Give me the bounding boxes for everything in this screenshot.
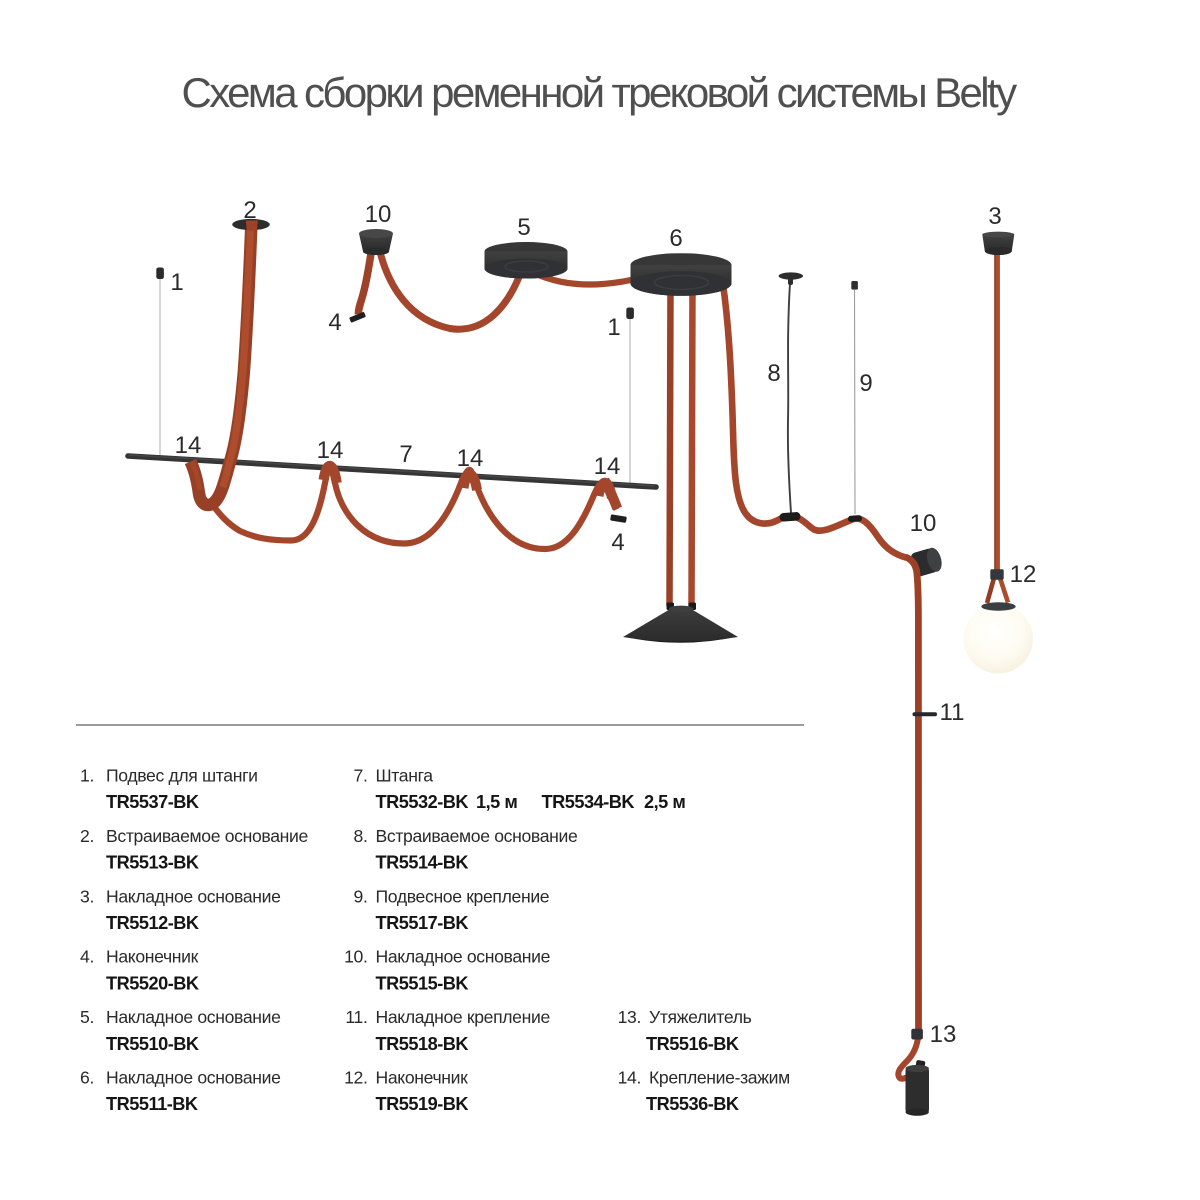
svg-text:10.: 10. (344, 947, 367, 967)
svg-text:7.: 7. (354, 766, 368, 786)
svg-text:TR5516-BK: TR5516-BK (646, 1034, 739, 1054)
svg-text:Утяжелитель: Утяжелитель (649, 1007, 752, 1027)
svg-text:9: 9 (859, 370, 872, 397)
svg-text:8: 8 (767, 360, 780, 387)
svg-text:Наконечник: Наконечник (106, 947, 199, 967)
svg-text:Накладное основание: Накладное основание (106, 886, 281, 906)
svg-text:11: 11 (940, 699, 965, 726)
svg-text:Накладное крепление: Накладное крепление (376, 1007, 550, 1027)
svg-text:10: 10 (910, 510, 937, 537)
svg-text:TR5515-BK: TR5515-BK (376, 973, 469, 993)
svg-text:1,5 м: 1,5 м (476, 792, 517, 812)
svg-text:11.: 11. (345, 1007, 367, 1027)
svg-text:Подвес для штанги: Подвес для штанги (106, 766, 258, 786)
svg-text:9.: 9. (354, 886, 368, 906)
svg-text:TR5514-BK: TR5514-BK (376, 853, 469, 873)
svg-text:12.: 12. (344, 1068, 367, 1088)
svg-text:2: 2 (243, 197, 256, 224)
svg-text:Накладное основание: Накладное основание (376, 947, 551, 967)
svg-text:2.: 2. (80, 826, 94, 846)
svg-text:TR5537-BK: TR5537-BK (106, 792, 199, 812)
svg-text:14: 14 (594, 453, 621, 480)
svg-text:TR5512-BK: TR5512-BK (106, 913, 199, 933)
svg-text:Штанга: Штанга (376, 766, 434, 786)
svg-text:TR5513-BK: TR5513-BK (106, 853, 199, 873)
svg-text:TR5520-BK: TR5520-BK (106, 973, 199, 993)
svg-text:5.: 5. (80, 1007, 94, 1027)
svg-text:Накладное основание: Накладное основание (106, 1068, 281, 1088)
svg-text:14.: 14. (618, 1068, 641, 1088)
svg-text:TR5532-BK: TR5532-BK (376, 792, 469, 812)
svg-text:Встраиваемое основание: Встраиваемое основание (376, 826, 578, 846)
svg-text:6.: 6. (80, 1068, 94, 1088)
svg-text:TR5518-BK: TR5518-BK (376, 1034, 469, 1054)
svg-text:14: 14 (317, 437, 344, 464)
svg-text:TR5510-BK: TR5510-BK (106, 1034, 199, 1054)
svg-text:Встраиваемое основание: Встраиваемое основание (106, 826, 308, 846)
svg-text:Накладное основание: Накладное основание (106, 1007, 281, 1027)
svg-text:13.: 13. (618, 1007, 641, 1027)
svg-text:3: 3 (988, 203, 1001, 230)
svg-text:4.: 4. (80, 947, 94, 967)
svg-text:TR5519-BK: TR5519-BK (376, 1094, 469, 1114)
svg-text:Наконечник: Наконечник (376, 1068, 469, 1088)
svg-text:5: 5 (517, 214, 530, 241)
svg-text:TR5517-BK: TR5517-BK (376, 913, 469, 933)
svg-text:12: 12 (1010, 561, 1037, 588)
svg-text:TR5534-BK: TR5534-BK (542, 792, 635, 812)
svg-text:10: 10 (365, 201, 392, 228)
svg-text:TR5511-BK: TR5511-BK (106, 1094, 198, 1114)
svg-text:14: 14 (457, 445, 484, 472)
svg-text:7: 7 (399, 441, 412, 468)
svg-text:1: 1 (607, 314, 620, 341)
svg-text:1.: 1. (80, 766, 94, 786)
svg-text:Крепление-зажим: Крепление-зажим (649, 1068, 790, 1088)
svg-text:2,5 м: 2,5 м (644, 792, 685, 812)
svg-text:8.: 8. (354, 826, 368, 846)
svg-text:Подвесное крепление: Подвесное крепление (376, 886, 550, 906)
svg-text:13: 13 (930, 1021, 957, 1048)
svg-text:4: 4 (328, 309, 341, 336)
svg-text:4: 4 (611, 529, 624, 556)
svg-text:1: 1 (170, 269, 183, 296)
svg-text:Схема сборки ременной трековой: Схема сборки ременной трековой системы B… (182, 69, 1018, 116)
svg-text:3.: 3. (80, 886, 94, 906)
svg-text:TR5536-BK: TR5536-BK (646, 1094, 739, 1114)
svg-text:6: 6 (669, 225, 682, 252)
svg-text:14: 14 (175, 432, 202, 459)
